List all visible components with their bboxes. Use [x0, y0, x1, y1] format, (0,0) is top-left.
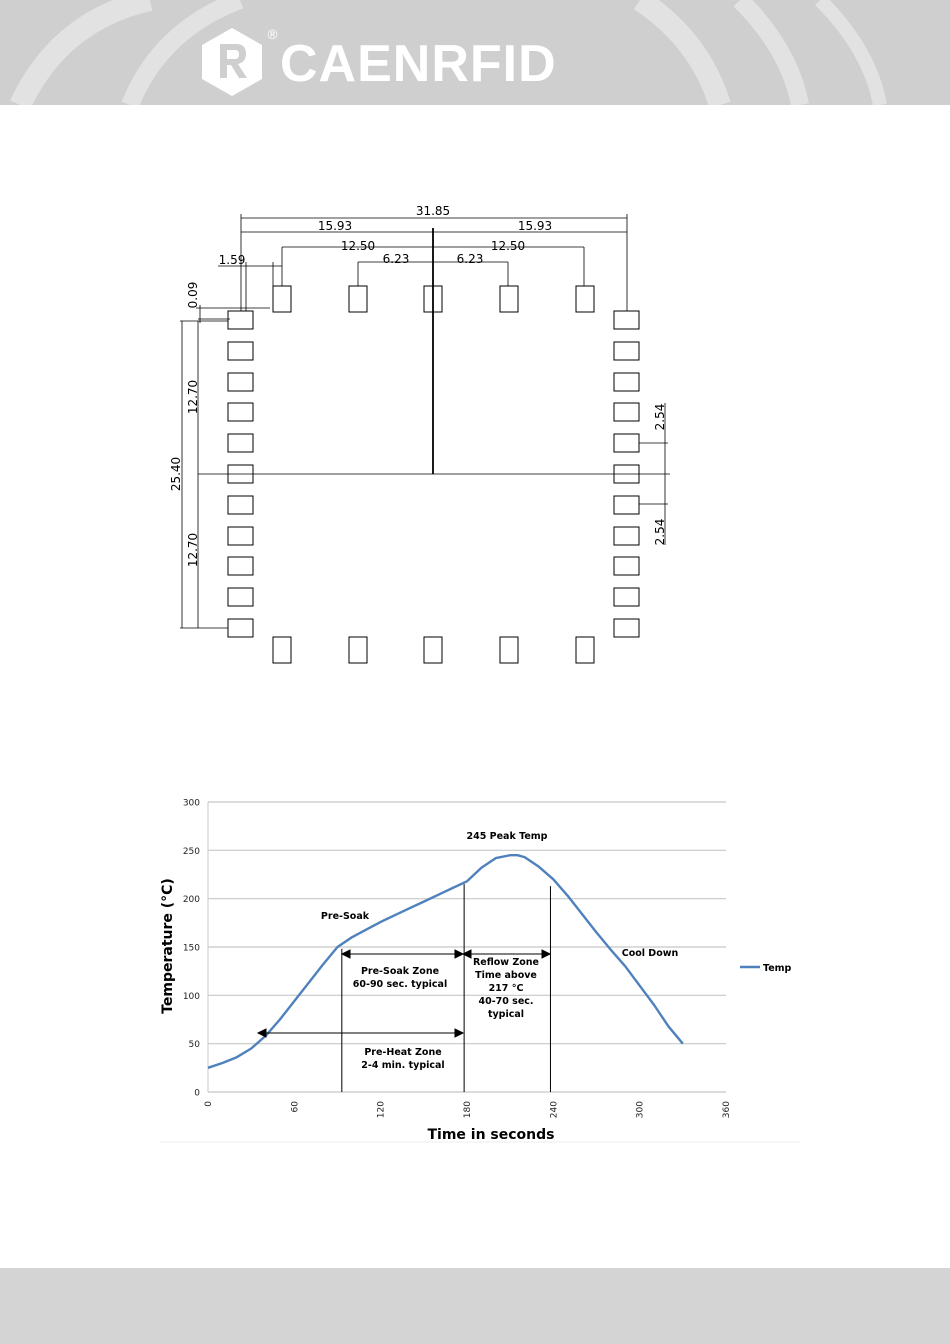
pad	[272, 285, 292, 313]
pad	[575, 285, 595, 313]
reflow-profile-chart: 0 50 100 150 200 250 300 0 60 120 180 240 300 360 Te…	[160, 799, 800, 1143]
dim-pitch-left: 6.23	[383, 252, 410, 266]
page-header: ® CAENRFID	[0, 0, 950, 105]
zone-arrows	[256, 949, 552, 1038]
x-tick-label: 240	[549, 1101, 559, 1118]
pad	[499, 636, 519, 664]
bottom-pads	[272, 636, 595, 664]
dim-total-width: 31.85	[416, 204, 450, 218]
dim-pitch-lower: 2.54	[653, 519, 667, 546]
header-decoration	[10, 0, 887, 105]
annotation-reflow-typical: typical	[488, 1009, 524, 1020]
y-tick-label: 100	[183, 992, 200, 1002]
annotation-presoak-zone-time: 60-90 sec. typical	[353, 979, 447, 990]
dim-half-right: 15.93	[518, 219, 552, 233]
hexagon-r-logo-icon	[202, 28, 262, 96]
x-tick-label: 300	[636, 1101, 646, 1118]
y-tick-label: 250	[183, 847, 200, 857]
annotation-preheat-zone: Pre-Heat Zone	[364, 1047, 441, 1058]
chart-grid	[207, 801, 726, 1093]
left-pads	[227, 310, 254, 638]
dim-inner-left: 12.50	[341, 239, 375, 253]
pad	[575, 636, 595, 664]
x-tick-label: 0	[204, 1101, 214, 1107]
dim-height-upper: 12.70	[186, 380, 200, 414]
x-tick-label: 60	[290, 1101, 300, 1113]
y-tick-label: 300	[183, 799, 200, 809]
y-tick-label: 200	[183, 895, 200, 905]
pad	[348, 285, 368, 313]
footprint-drawing: 31.85 15.93 15.93 12.50 12.50 6.23 6.23 …	[169, 204, 670, 664]
x-tick-label: 120	[377, 1101, 387, 1118]
dim-height-lower: 12.70	[186, 533, 200, 567]
dim-pitch-right: 6.23	[457, 252, 484, 266]
x-tick-label: 360	[722, 1101, 732, 1118]
dim-pitch-upper: 2.54	[653, 404, 667, 431]
legend: Temp	[740, 963, 792, 974]
y-tick-label: 50	[189, 1040, 201, 1050]
x-tick-label: 180	[463, 1101, 473, 1118]
annotation-cooldown: Cool Down	[622, 948, 679, 959]
annotation-peak: 245 Peak Temp	[467, 831, 548, 842]
dim-inner-right: 12.50	[491, 239, 525, 253]
series-line-temp	[207, 854, 684, 1069]
pad	[423, 636, 443, 664]
y-axis-ticks: 0 50 100 150 200 250 300	[183, 799, 200, 1099]
annotation-reflow-zone: Reflow Zone	[473, 957, 539, 968]
dim-height-total: 25.40	[169, 457, 183, 491]
zone-lines	[341, 884, 551, 1092]
pad	[272, 636, 292, 664]
pad	[499, 285, 519, 313]
dim-top-offset: 0.09	[186, 282, 200, 309]
annotation-presoak-zone: Pre-Soak Zone	[361, 966, 439, 977]
brand-logo: ® CAENRFID	[200, 26, 620, 98]
y-tick-label: 0	[194, 1089, 200, 1099]
x-axis-label: Time in seconds	[427, 1127, 554, 1143]
right-pads	[613, 310, 640, 638]
pad	[348, 636, 368, 664]
annotation-presoak: Pre-Soak	[321, 911, 370, 922]
y-tick-label: 150	[183, 944, 200, 954]
dim-half-left: 15.93	[318, 219, 352, 233]
annotation-reflow-temp: 217 °C	[489, 983, 524, 994]
x-axis-ticks: 0 60 120 180 240 300 360	[204, 1101, 732, 1118]
brand-name: CAENRFID	[280, 35, 557, 93]
registered-mark: ®	[266, 28, 279, 43]
annotation-reflow-duration: 40-70 sec.	[478, 996, 533, 1007]
y-axis-label: Temperature (°C)	[160, 878, 176, 1014]
dim-edge-offset: 1.59	[219, 253, 246, 267]
legend-label-temp: Temp	[763, 963, 792, 974]
annotation-reflow-time-above: Time above	[475, 970, 537, 981]
page-footer	[0, 1268, 950, 1344]
annotation-preheat-zone-time: 2-4 min. typical	[361, 1060, 444, 1071]
